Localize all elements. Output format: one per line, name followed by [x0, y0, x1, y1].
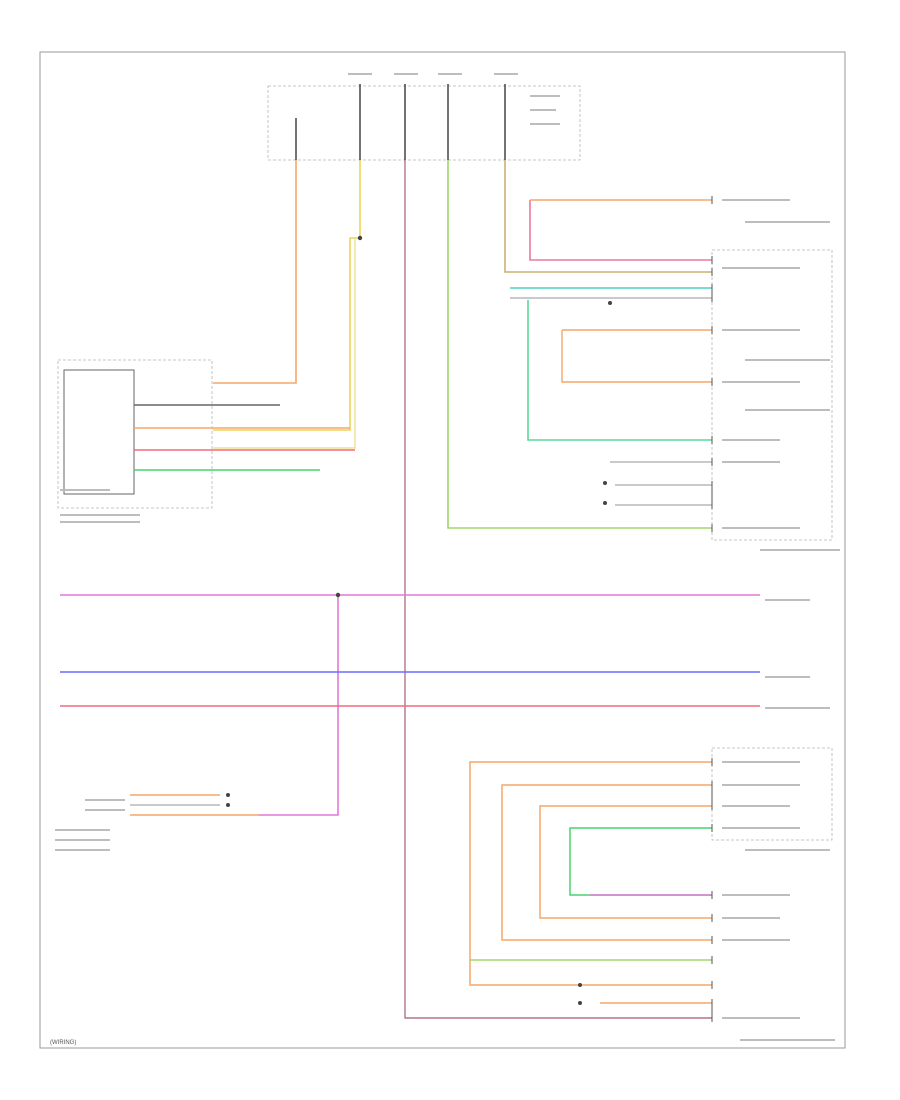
wire-green-main: [447, 160, 712, 529]
diagram-frame: [39, 51, 846, 1049]
wire-orange-br-3: [539, 805, 712, 919]
wire-orange-right-mid: [561, 330, 712, 383]
wire-orange-left: [213, 160, 297, 384]
wire-pink-right-top: [529, 200, 712, 261]
wire-magenta-drop: [258, 595, 339, 816]
wire-orange-br-2: [501, 784, 712, 941]
wire-dark-main: [404, 160, 712, 1019]
tiny-label-marks: [55, 73, 840, 1041]
wire-yellow-left: [213, 160, 361, 431]
wire-tan-main: [504, 160, 712, 273]
wire-orange-br-1: [469, 761, 712, 986]
wire-green-br: [569, 827, 712, 896]
wiring-note-label: (WIRING): [50, 1040, 76, 1046]
wire-yellow-left-2: [213, 238, 356, 449]
right-connector-boxes: [711, 249, 833, 841]
left-switch-module: [57, 359, 213, 509]
splice-points: [226, 235, 612, 1005]
power-distribution-block: [267, 84, 581, 161]
wire-teal-right: [527, 300, 712, 441]
